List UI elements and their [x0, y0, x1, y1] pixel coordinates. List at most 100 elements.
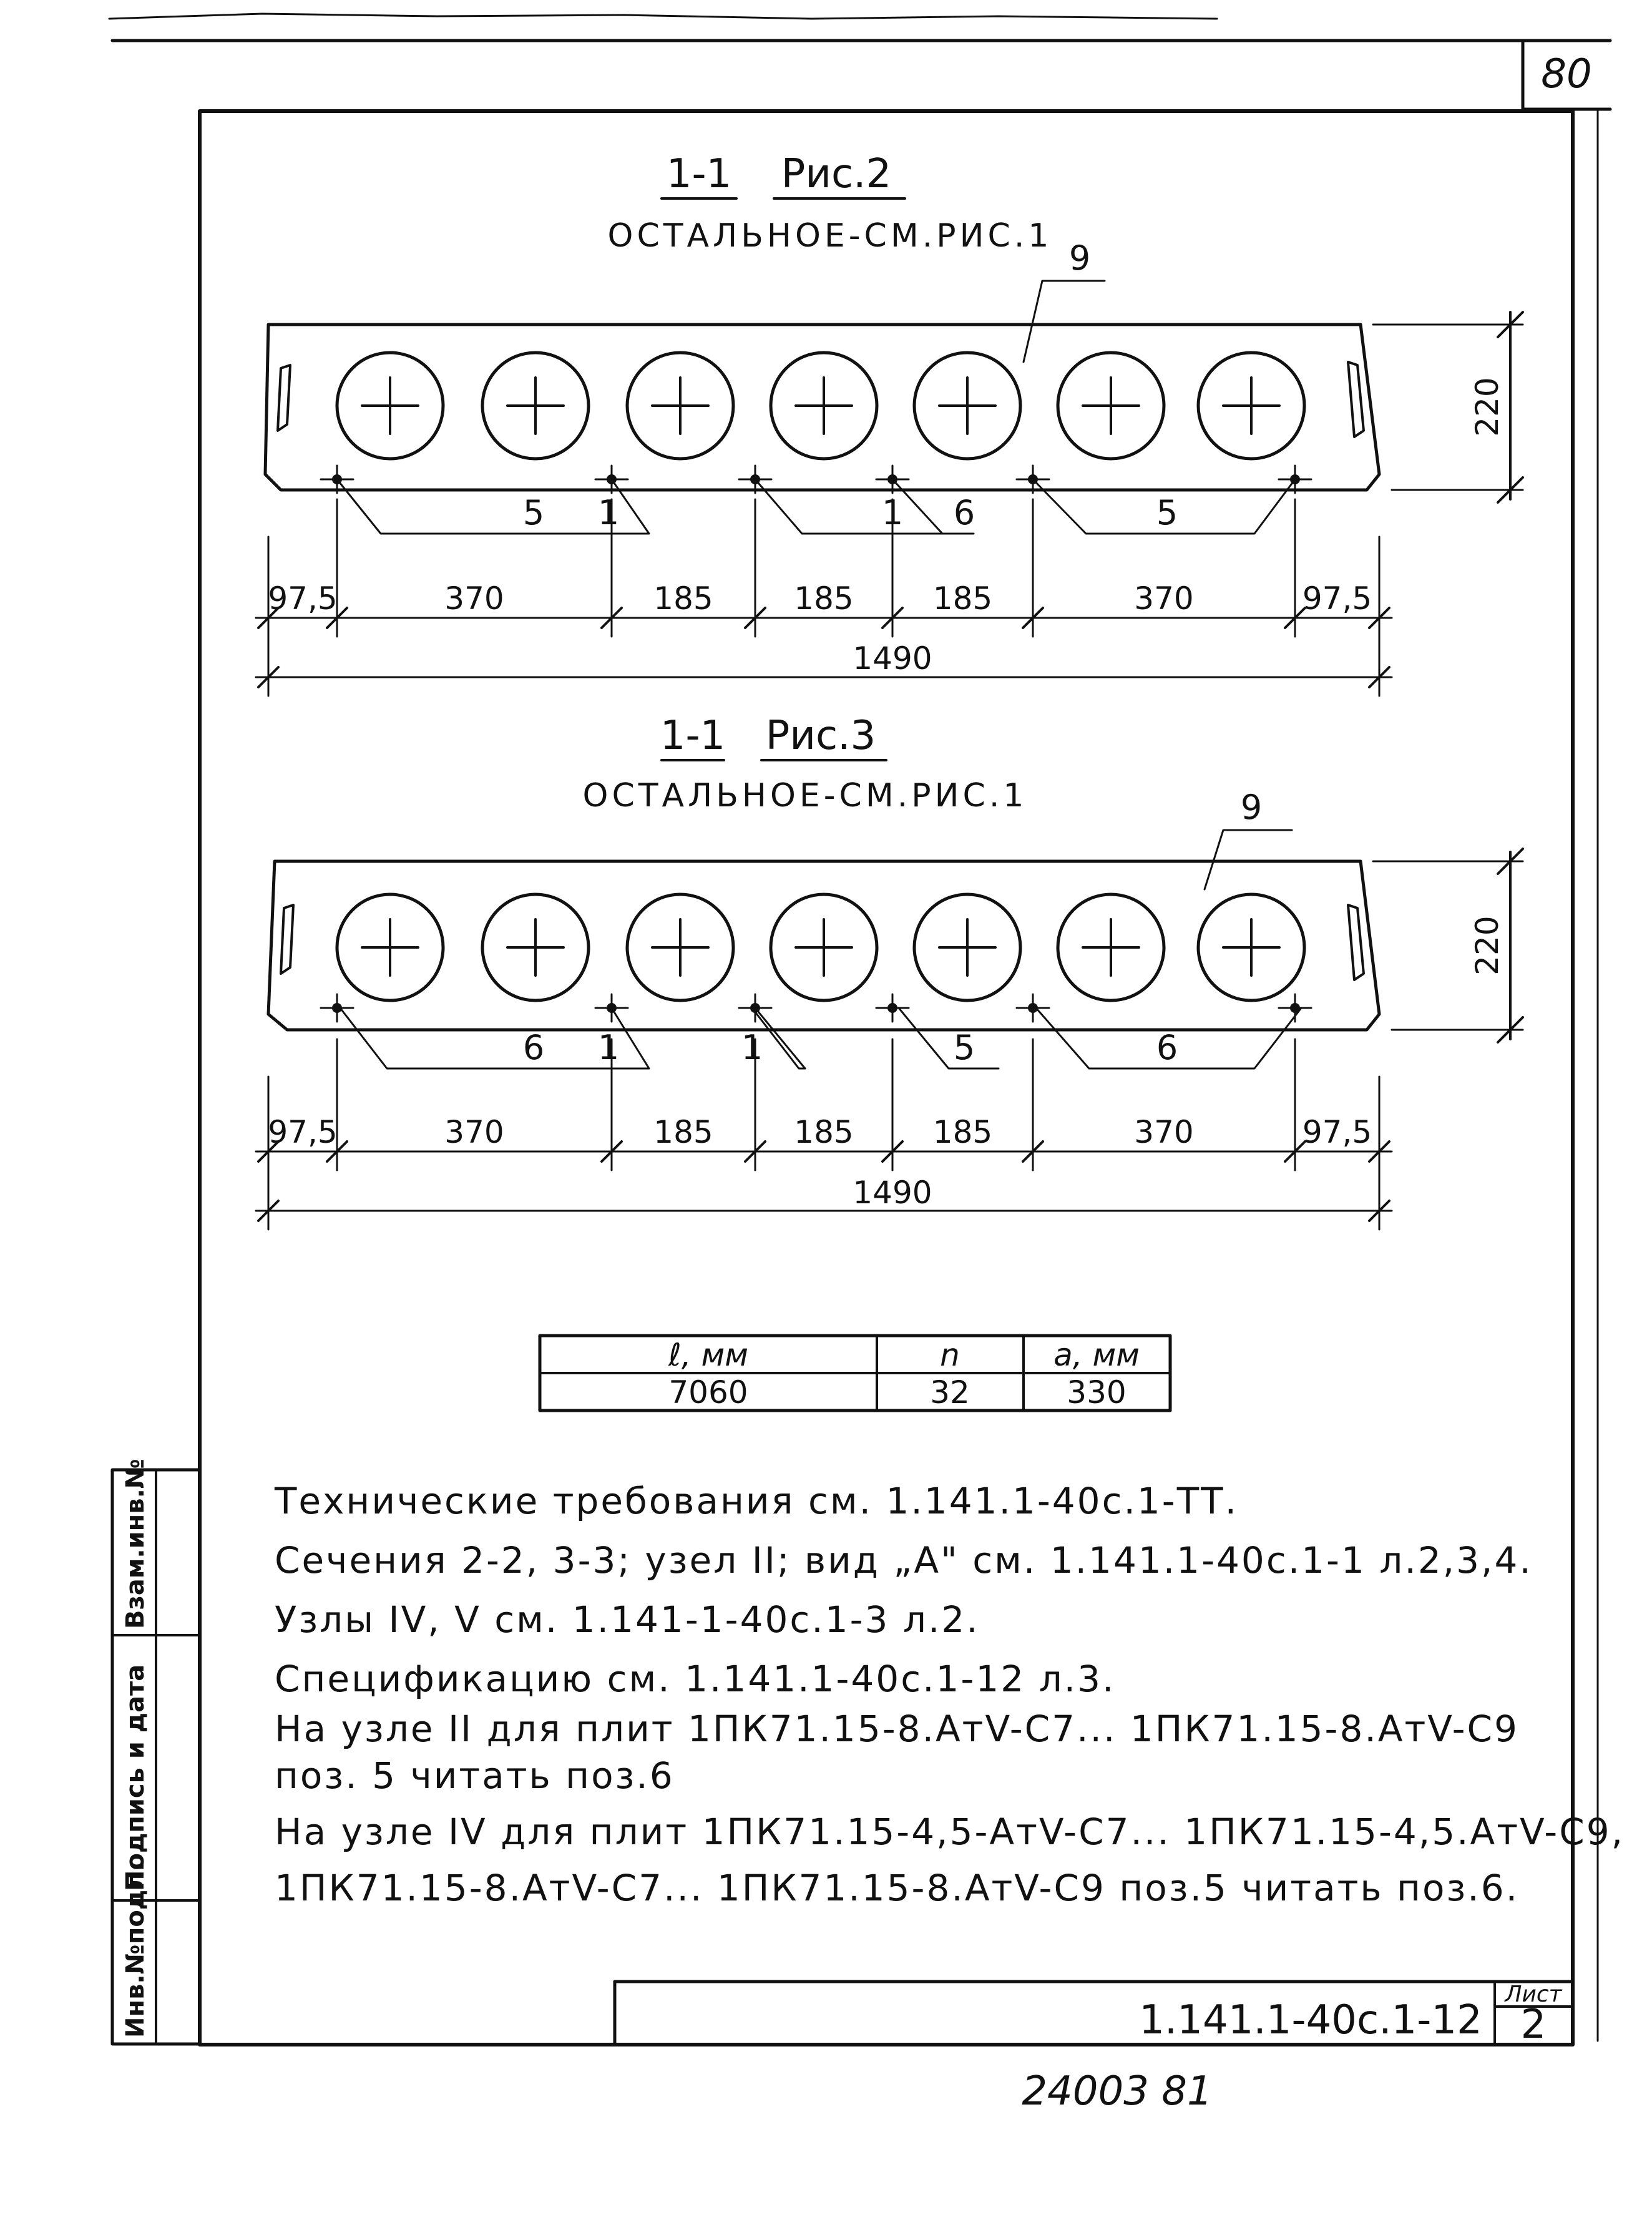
note-line-1: Технические требования см. 1.141.1-40с.1…	[274, 1480, 1238, 1522]
void-4	[769, 892, 879, 1002]
fig2-label-pos-d: 6	[954, 493, 975, 532]
dim-label-6: 370	[1134, 1114, 1193, 1150]
dim-label-4: 185	[794, 1114, 853, 1150]
dim-tick-1	[257, 1075, 280, 1231]
rebar-5	[1015, 993, 1050, 1023]
dim-tick-6	[1022, 498, 1044, 638]
fig3-section-label: 1-1	[660, 713, 726, 759]
void-2	[481, 351, 590, 461]
fig3-label-pos-d: 5	[954, 1028, 975, 1067]
fig2-section-label: 1-1	[667, 151, 732, 197]
dim-tick-7	[1284, 498, 1306, 638]
table-header-n: n	[940, 1337, 960, 1373]
fig3-label-pos-b: 1	[598, 1028, 619, 1067]
dim-label-3: 185	[653, 580, 713, 617]
fig3-leaders: 6 1 1 5 6	[339, 1007, 1303, 1070]
fig2-leaders: 5 1 1 6 5	[336, 478, 1296, 535]
void-1	[335, 351, 445, 461]
void-6	[1056, 892, 1166, 1002]
table-header-a: a, мм	[1053, 1337, 1140, 1373]
fig2-voids	[335, 351, 1306, 461]
dim-tick-7	[1284, 1038, 1306, 1171]
fig3-subtitle: ОСТАЛЬНОЕ-СМ.РИС.1	[583, 777, 1028, 814]
notes: Технические требования см. 1.141.1-40с.1…	[274, 1480, 1625, 1909]
title-block: Лист 2 1.141.1-40с.1-12	[613, 1980, 1575, 2048]
fig3-label-pos-a: 6	[523, 1028, 544, 1067]
sheet-number: 2	[1521, 2002, 1547, 2048]
dim-tick-2	[326, 1038, 348, 1171]
rebar-6	[1278, 993, 1312, 1023]
fig3-voids	[335, 892, 1306, 1002]
fig2-label-pos-a: 5	[523, 493, 544, 532]
dim-label-2: 370	[444, 1114, 504, 1150]
dim-label-5: 185	[933, 580, 992, 617]
void-5	[912, 892, 1022, 1002]
page-number-box: 80	[1521, 39, 1612, 111]
note-line-3: Узлы IV, V см. 1.141-1-40с.1-3 л.2.	[275, 1598, 980, 1641]
dim-tick-8	[1368, 1075, 1391, 1231]
note-line-4: Спецификацию см. 1.141.1-40с.1-12 л.3.	[275, 1658, 1115, 1700]
side-stamp: Инв.№подл. Подпись и дата Взам.инв.№	[110, 1459, 202, 2046]
note-line-2: Сечения 2-2, 3-3; узел II; вид „А" см. 1…	[275, 1539, 1533, 1582]
dim-label-7: 97,5	[1303, 1114, 1372, 1150]
table-cell-length: 7060	[668, 1374, 748, 1411]
fig3-height: 220	[1469, 916, 1505, 975]
fig2-height: 220	[1469, 377, 1505, 436]
figure-2: 1-1 Рис.2 ОСТАЛЬНОЕ-СМ.РИС.1 9 5 1 1 6 5…	[255, 151, 1524, 697]
fig2-total-length: 1490	[853, 640, 932, 677]
void-6	[1056, 351, 1166, 461]
stamp-vzam-inv: Взам.инв.№	[121, 1459, 150, 1629]
dim-label-1: 97,5	[268, 580, 337, 617]
table-cell-n: 32	[930, 1374, 970, 1411]
note-line-8: 1ПК71.15-8.АтV-С7... 1ПК71.15-8.АтV-С9 п…	[275, 1867, 1519, 1909]
dim-label-4: 185	[794, 580, 853, 617]
dim-label-2: 370	[444, 580, 504, 617]
rebar-1	[320, 993, 354, 1023]
fig2-label-pos-e: 5	[1156, 493, 1178, 532]
void-2	[481, 892, 590, 1002]
void-4	[769, 351, 879, 461]
dim-tick-2	[326, 498, 348, 638]
fig3-dimensions: 97,5 370 185 185 185 370 97,5	[255, 1038, 1393, 1231]
dim-label-1: 97,5	[268, 1114, 337, 1150]
fig2-callout-number: 9	[1069, 238, 1090, 278]
void-5	[912, 351, 1022, 461]
top-edge-line	[108, 12, 1218, 20]
dim-label-7: 97,5	[1303, 580, 1372, 617]
main-frame	[198, 109, 1575, 2046]
dim-tick-5	[881, 1038, 904, 1171]
table-header-length: ℓ, мм	[668, 1337, 748, 1373]
bottom-note: 24003 81	[1022, 2068, 1212, 2115]
dim-tick-3	[600, 1038, 623, 1171]
stamp-inv-podl: Инв.№подл.	[121, 1862, 150, 2038]
note-line-7: На узле IV для плит 1ПК71.15-4,5-АтV-С7.…	[275, 1811, 1625, 1853]
fig2-right-key	[1347, 361, 1365, 438]
fig2-left-key	[276, 364, 291, 432]
document-code: 1.141.1-40с.1-12	[1139, 1997, 1482, 2043]
void-7	[1196, 892, 1306, 1002]
dim-tick-8	[1368, 535, 1391, 697]
fig2-slab-outline	[263, 323, 1381, 492]
fig3-label-pos-e: 6	[1156, 1028, 1178, 1067]
fig3-title: Рис.3	[766, 713, 876, 759]
void-7	[1196, 351, 1306, 461]
figure-3: 1-1 Рис.3 ОСТАЛЬНОЕ-СМ.РИС.1 9 6 1 1 5 6…	[255, 713, 1524, 1231]
dim-tick-4	[744, 1038, 766, 1171]
fig3-right-key	[1347, 904, 1365, 981]
void-3	[625, 892, 735, 1002]
sheet-label: Лист	[1503, 1982, 1562, 2007]
void-1	[335, 892, 445, 1002]
page-number: 80	[1541, 51, 1591, 97]
rebar-4	[875, 993, 910, 1023]
fig3-left-key	[280, 904, 295, 975]
dim-label-5: 185	[933, 1114, 992, 1150]
fig3-callout-number: 9	[1241, 788, 1262, 827]
params-table: ℓ, мм n a, мм 7060 32 330	[538, 1334, 1172, 1412]
dim-tick-6	[1022, 1038, 1044, 1171]
dim-label-3: 185	[653, 1114, 713, 1150]
fig3-label-pos-c: 1	[741, 1028, 763, 1067]
fig2-callout-leader	[1022, 280, 1106, 363]
table-cell-a: 330	[1067, 1374, 1126, 1411]
